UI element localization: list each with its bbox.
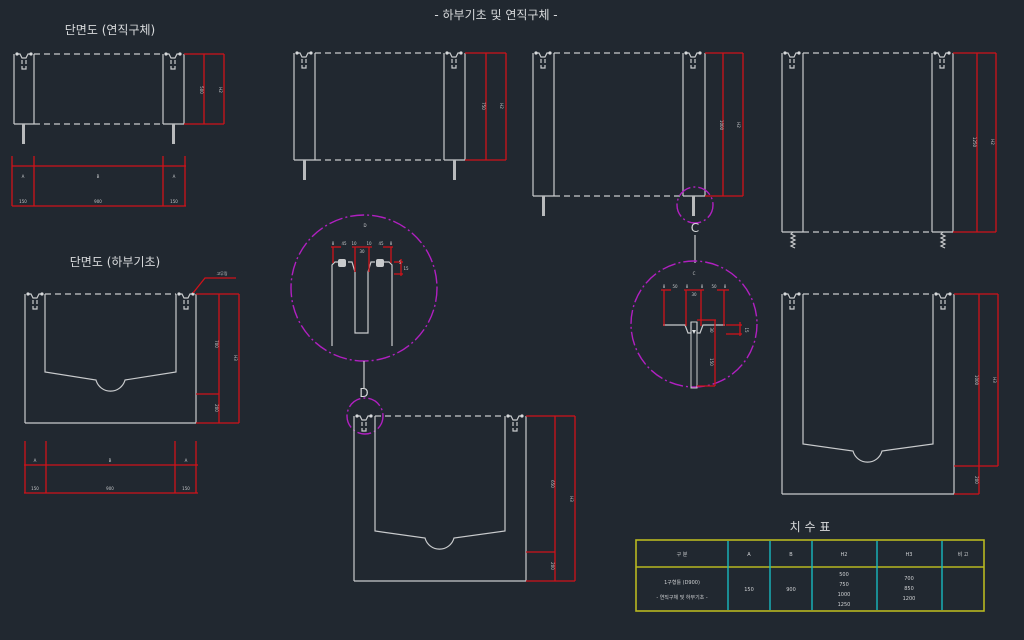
detail-c-mark: C [691, 221, 699, 235]
header-h3: H3 [906, 552, 913, 558]
cell-a: 150 [744, 587, 754, 593]
cell-h3: 1200 [903, 596, 916, 602]
vertical-section-1250: 1250 H2 [781, 51, 997, 249]
dim-text: 45 [341, 241, 347, 246]
dim-text: 10 [351, 241, 357, 246]
detail-c: C 8 50 8 8 50 8 30 30 15 150 [630, 260, 758, 389]
dim-lower-height: 200 [974, 476, 979, 484]
dim-value-a-left: 150 [31, 486, 39, 491]
dim-upper-height: 1000 [974, 375, 979, 386]
dim-text: 8 [390, 241, 393, 246]
main-title: - 하부기초 및 연직구체 - [434, 8, 557, 22]
dim-value-a-right: 150 [182, 486, 190, 491]
dim-outer-height: H3 [992, 377, 997, 383]
dim-text: 150 [709, 358, 714, 366]
row-name-line2: - 연직구체 및 하부기초 - [656, 594, 708, 601]
dim-inner-height: 750 [481, 102, 486, 110]
detail-c-label: C [693, 271, 696, 276]
table-title: 치 수 표 [790, 520, 831, 534]
detail-d-label: D [363, 223, 366, 228]
dim-outer-height: H2 [499, 103, 504, 109]
dim-text: 15 [403, 266, 409, 271]
dim-text: 8 [724, 284, 727, 289]
dim-text: 5 [399, 260, 402, 265]
dim-value-b: 900 [94, 199, 102, 204]
dim-text: 30 [691, 292, 697, 297]
dim-label-b: B [97, 174, 100, 179]
detail-c-callout [676, 186, 714, 224]
dim-text: 8 [686, 284, 689, 289]
dim-upper-height: 700 [214, 340, 219, 348]
dim-value-b: 900 [106, 486, 114, 491]
dim-text: 45 [378, 241, 384, 246]
dim-outer-height: H2 [990, 139, 995, 145]
dim-outer-height: H3 [233, 355, 238, 361]
dim-lower-height: 200 [214, 404, 219, 412]
cell-b: 900 [786, 587, 796, 593]
detail-d-mark: D [359, 386, 368, 400]
dim-inner-height: 500 [199, 86, 204, 94]
base-section-700: 고무링 700 200 H3 A B A 150 900 150 [24, 270, 240, 494]
dim-outer-height: H3 [569, 496, 574, 502]
base-section-850: 650 200 H3 [346, 397, 576, 582]
dim-text: 8 [701, 284, 704, 289]
dim-label-a-right: A [185, 458, 188, 463]
dim-text: 30 [709, 327, 714, 333]
dim-inner-height: 1000 [719, 120, 724, 131]
dim-text: 8 [332, 241, 335, 246]
base-section-1200: 1000 200 H3 [781, 292, 999, 495]
leader-note: 고무링 [216, 270, 227, 276]
dim-outer-height: H2 [218, 87, 223, 93]
dim-text: 8 [663, 284, 666, 289]
section-vertical-title: 단면도 (연직구체) [65, 23, 155, 37]
vertical-section-500: 500 H2 A B A 150 900 150 [11, 52, 225, 207]
dim-label-a-right: A [173, 174, 176, 179]
header-b: B [789, 552, 793, 558]
dim-label-b: B [109, 458, 112, 463]
row-name-line1: 1구형틀 (D900) [664, 579, 700, 586]
dim-lower-height: 200 [550, 562, 555, 570]
dim-label-a-left: A [34, 458, 37, 463]
cell-h2: 1250 [838, 602, 851, 608]
section-base-title: 단면도 (하부기초) [70, 255, 160, 269]
dim-text: 15 [744, 327, 749, 333]
dim-value-a-left: 150 [19, 199, 27, 204]
cell-h2: 500 [839, 572, 849, 578]
dim-text: 10 [366, 241, 372, 246]
dim-upper-height: 650 [550, 480, 555, 488]
vertical-section-750: 750 H2 [293, 51, 507, 180]
header-a: A [747, 552, 751, 558]
cell-h3: 700 [904, 576, 914, 582]
cell-h2: 1000 [838, 592, 851, 598]
dim-value-a-right: 150 [170, 199, 178, 204]
cell-h3: 850 [904, 586, 914, 592]
header-note: 비 고 [958, 551, 969, 558]
dim-text: 50 [672, 284, 678, 289]
header-category: 구 분 [677, 552, 688, 558]
dim-text: 50 [711, 284, 717, 289]
cell-h2: 750 [839, 582, 849, 588]
header-h2: H2 [841, 552, 848, 558]
dimension-table: 치 수 표 구 분 A B H2 H3 비 고 1구형틀 (D900) - 연직… [635, 520, 985, 612]
detail-d: D 8 45 10 10 45 8 30 5 15 D [290, 214, 438, 400]
dim-inner-height: 1250 [972, 137, 977, 148]
dim-outer-height: H2 [736, 122, 741, 128]
vertical-section-1000: 1000 H2 C [532, 51, 744, 263]
dim-label-a-left: A [22, 174, 25, 179]
dim-text: 30 [359, 249, 365, 254]
